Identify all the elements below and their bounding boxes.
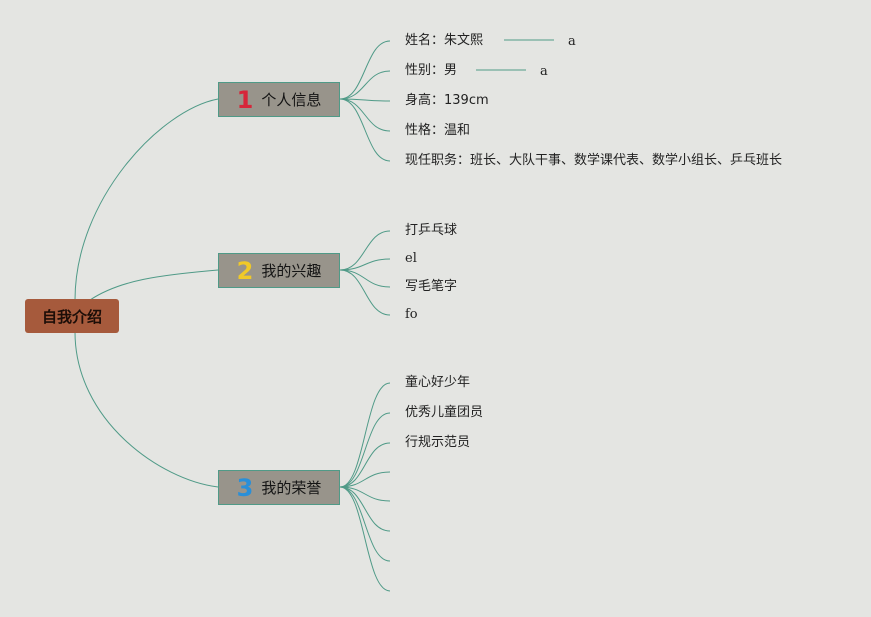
branch-node-personal-info[interactable]: 1 个人信息 (218, 82, 340, 117)
branch-1-leaf-connector-1 (339, 40, 391, 100)
branch-3-leaf-connector-7 (339, 486, 391, 562)
leaf-name[interactable]: 姓名：朱文熙 (405, 33, 484, 48)
branch-3-leaf-connector-1 (339, 382, 391, 488)
leaf-ping-pong[interactable]: 打乒乓球 (405, 223, 458, 238)
leaf-fo[interactable]: fo (405, 307, 418, 322)
leaf-suffix: a (540, 64, 548, 79)
branch-3-leaf-connector-4 (339, 471, 391, 488)
leaf-el[interactable]: el (405, 251, 417, 266)
branch-2-leaf-connector-2 (339, 258, 391, 271)
branch-3-leaf-connector-8 (339, 486, 391, 592)
branch-3-leaf-connector-3 (339, 442, 391, 488)
root-connector-3 (74, 331, 219, 488)
branch-label: 我的兴趣 (261, 262, 322, 280)
branch-1-leaf-connector-3 (339, 98, 391, 102)
number-badge-2: 2 (236, 256, 254, 285)
branch-1-leaf-connector-4 (339, 98, 391, 132)
branch-3-leaf-connector-2 (339, 412, 391, 488)
leaf-good-youth[interactable]: 童心好少年 (405, 375, 471, 390)
branch-2-leaf-connector-4 (339, 269, 391, 316)
leaf-height[interactable]: 身高：139cm (405, 93, 489, 108)
leaf-positions[interactable]: 现任职务：班长、大队干事、数学课代表、数学小组长、乒乓班长 (405, 153, 783, 168)
root-connector-1 (74, 98, 219, 301)
leaf-personality[interactable]: 性格：温和 (405, 123, 471, 138)
branch-node-honors[interactable]: 3 我的荣誉 (218, 470, 340, 505)
branch-label: 个人信息 (261, 91, 322, 109)
leaf-suffix: a (568, 34, 576, 49)
branch-node-interests[interactable]: 2 我的兴趣 (218, 253, 340, 288)
leaf-gender[interactable]: 性别：男 (405, 63, 458, 78)
branch-label: 我的荣誉 (261, 479, 322, 497)
branch-1-leaf-connector-2 (339, 70, 391, 100)
root-node[interactable]: 自我介绍 (25, 299, 119, 333)
number-badge-1: 1 (236, 85, 254, 114)
branch-2-leaf-connector-1 (339, 230, 391, 271)
leaf-excellent-member[interactable]: 优秀儿童团员 (405, 405, 484, 420)
root-connector-2 (89, 269, 219, 301)
number-badge-3: 3 (236, 473, 254, 502)
leaf-calligraphy[interactable]: 写毛笔字 (405, 279, 458, 294)
branch-3-leaf-connector-6 (339, 486, 391, 532)
root-label: 自我介绍 (41, 307, 102, 326)
branch-2-leaf-connector-3 (339, 269, 391, 288)
leaf-model-student[interactable]: 行规示范员 (405, 435, 471, 450)
branch-1-leaf-connector-5 (339, 98, 391, 162)
